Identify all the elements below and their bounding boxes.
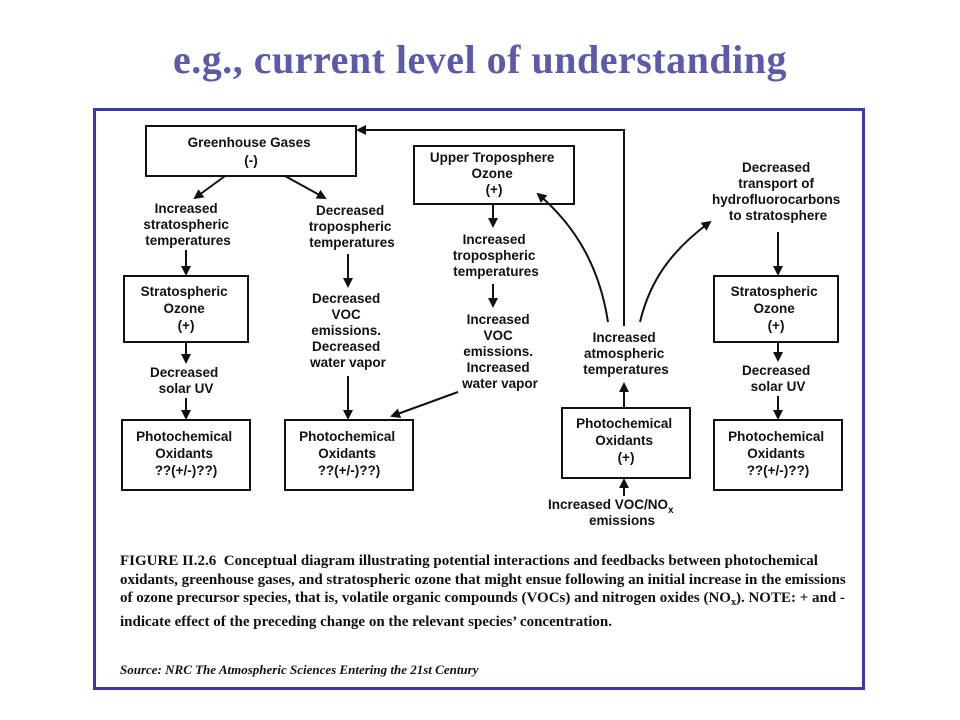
edge-inc-atm-temp-to-greenhouse — [356, 125, 625, 326]
node-inc-voc: Increased VOC emissions. Increased water… — [461, 312, 539, 391]
upper-troposphere-ozone-box — [413, 145, 575, 205]
node-photo-ox-3: Photochemical Oxidants (+) — [576, 416, 676, 465]
edge-inc-atm-temp-to-dec-transport — [639, 220, 712, 323]
caption-subscript: x — [730, 597, 736, 608]
edge-greenhouse-to-dec-trop-temp — [284, 175, 327, 199]
node-dec-trop-temp: Decreased tropospheric temperatures — [309, 203, 395, 250]
figure-source: Source: NRC The Atmospheric Sciences Ent… — [120, 662, 479, 677]
node-dec-solar-uv-2: Decreased solar UV — [742, 363, 814, 394]
node-photo-ox-2: Photochemical Oxidants ??(+/-)??) — [299, 429, 399, 478]
figure-label: FIGURE II.2.6 — [120, 553, 217, 569]
node-greenhouse-gases: Greenhouse Gases (-) — [188, 135, 315, 168]
node-inc-trop-temp: Increased tropospheric temperatures — [453, 232, 539, 279]
node-dec-solar-uv-1: Decreased solar UV — [150, 365, 222, 396]
stratospheric-ozone-box-2 — [713, 275, 839, 343]
node-dec-voc: Decreased VOC emissions. Decreased water… — [309, 291, 387, 370]
node-inc-strat-temp: Increased stratospheric temperatures — [143, 201, 232, 248]
photochemical-oxidants-box-2 — [284, 419, 414, 491]
edge-inc-voc-to-photo-ox-2 — [390, 391, 459, 418]
edge-inc-atm-temp-to-upper-ozone — [536, 192, 609, 323]
caption-text-end: ). NOTE: + and - indicate effect of the … — [120, 590, 845, 630]
node-inc-voc-nox-emissions: emissions — [589, 513, 655, 528]
photochemical-oxidants-box-4 — [713, 419, 843, 491]
node-strat-ozone-2: Stratospheric Ozone (+) — [731, 284, 822, 333]
node-photo-ox-4: Photochemical Oxidants ??(+/-)??) — [728, 429, 828, 478]
greenhouse-gases-box — [145, 125, 357, 177]
node-upper-trop-ozone: Upper Troposphere Ozone (+) — [430, 150, 558, 197]
photochemical-oxidants-box-1 — [121, 419, 251, 491]
figure-caption: FIGURE II.2.6 Conceptual diagram illustr… — [120, 552, 848, 631]
node-photo-ox-1: Photochemical Oxidants ??(+/-)??) — [136, 429, 236, 478]
node-dec-transport: Decreased transport of hydrofluorocarbon… — [712, 160, 844, 223]
edge-greenhouse-to-inc-strat-temp — [193, 175, 226, 200]
node-inc-atm-temp: Increased atmospheric temperatures — [583, 330, 669, 377]
node-strat-ozone-1: Stratospheric Ozone (+) — [141, 284, 232, 333]
slide-title: e.g., current level of understanding — [173, 37, 787, 82]
caption-text: Conceptual diagram illustrating potentia… — [120, 553, 846, 606]
photochemical-oxidants-box-3 — [561, 407, 691, 479]
node-inc-voc-nox: Increased VOC/NOx — [548, 497, 674, 516]
